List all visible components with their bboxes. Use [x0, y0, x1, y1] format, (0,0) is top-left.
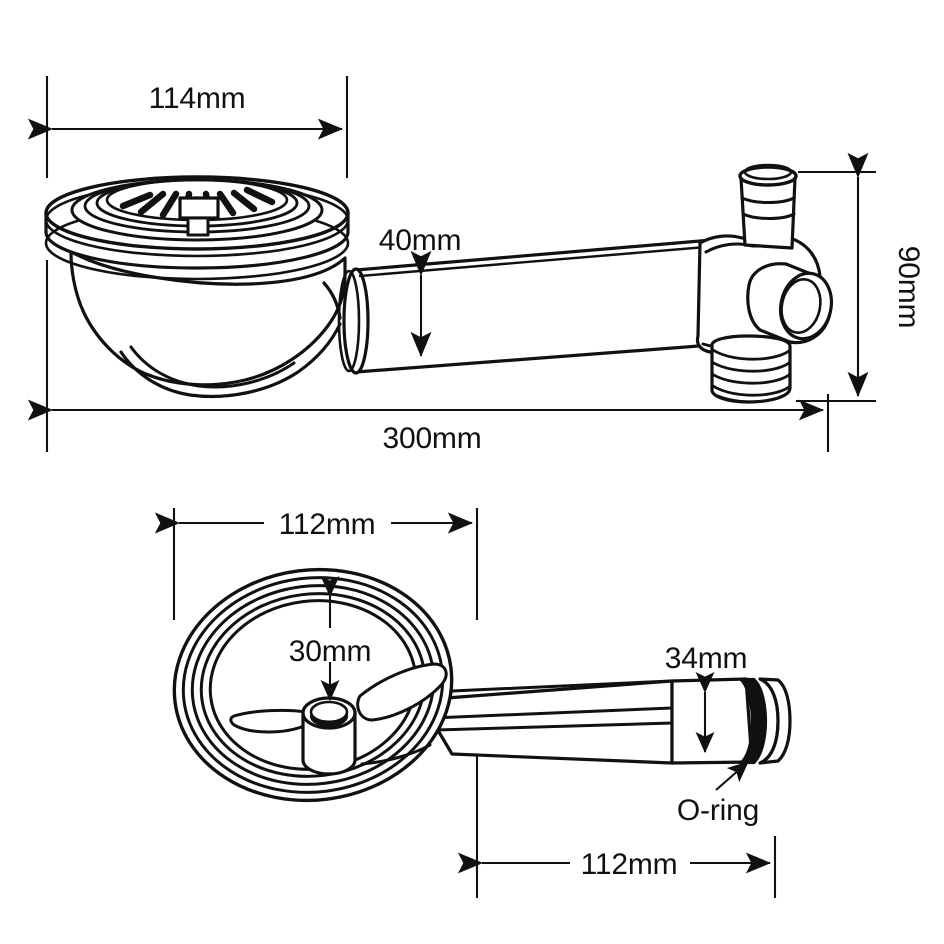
- oring-callout: O-ring: [677, 761, 759, 827]
- dimension-label-112mm-top: 112mm: [279, 508, 376, 541]
- plan-center-boss: [301, 696, 357, 776]
- side-elevation-view: 114mm 40mm 90mm 300mm: [27, 76, 925, 455]
- dimension-40mm: 40mm: [379, 224, 462, 358]
- dimension-label-40mm: 40mm: [379, 224, 462, 257]
- dimension-34mm: 34mm: [665, 642, 748, 754]
- dimension-label-30mm: 30mm: [289, 635, 372, 668]
- dimension-label-90mm: 90mm: [892, 246, 925, 329]
- tail-pipe: [418, 677, 792, 765]
- side-outlet-mouth: [746, 262, 833, 345]
- dimension-112mm-bottom: 112mm: [457, 756, 777, 898]
- dimension-112mm-top: 112mm: [154, 508, 479, 620]
- dimension-label-300mm: 300mm: [382, 422, 481, 455]
- plan-flange-rings: [172, 567, 454, 803]
- dimension-114mm: 114mm: [27, 76, 349, 178]
- oring-label: O-ring: [677, 794, 759, 827]
- dimension-label-34mm: 34mm: [665, 642, 748, 675]
- plan-view: 112mm 30mm 34mm O-ring 112mm: [154, 508, 792, 898]
- strainer-basket-slots: [119, 186, 276, 237]
- dimension-label-114mm: 114mm: [149, 82, 246, 115]
- dimension-300mm: 300mm: [27, 260, 830, 455]
- dimension-30mm: 30mm: [289, 576, 372, 702]
- strainer-bowl-body: [69, 250, 347, 399]
- threaded-connector: [710, 334, 792, 404]
- vertical-spigot: [738, 163, 798, 250]
- dimension-label-112mm-bottom: 112mm: [581, 848, 678, 881]
